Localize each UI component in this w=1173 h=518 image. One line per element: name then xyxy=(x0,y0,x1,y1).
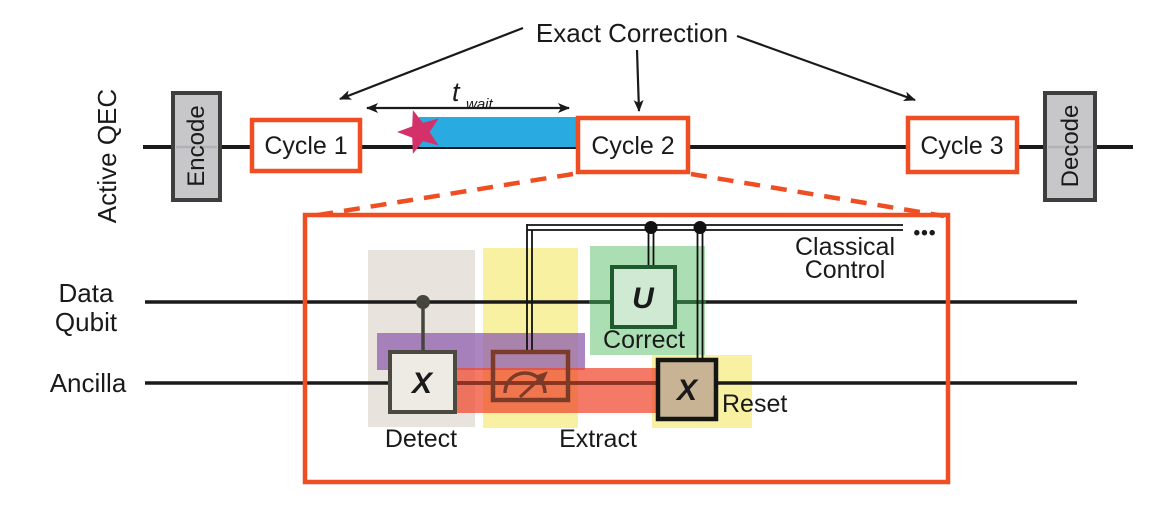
cnot-control-dot xyxy=(416,295,430,309)
x-detect-gate: X xyxy=(388,350,457,414)
classical-control-dot-reset xyxy=(693,221,707,234)
expansion-dash-left xyxy=(311,171,574,219)
meter-needle-icon xyxy=(518,371,548,399)
cycle-3-box: Cycle 3 xyxy=(905,115,1020,175)
meter-arc-icon xyxy=(503,371,547,394)
classical-ellipsis: ••• xyxy=(914,223,937,244)
u-correct-gate-label: U xyxy=(632,282,655,315)
cycle-3-label: Cycle 3 xyxy=(920,132,1003,160)
data-qubit-label-line2: Qubit xyxy=(55,307,118,337)
annotation-arrow-right xyxy=(736,34,916,102)
circuit-detail: Data Qubit Ancilla ••• X xyxy=(50,212,1077,485)
decode-box: Decode xyxy=(1043,91,1097,202)
encode-label: Encode xyxy=(183,105,210,186)
active-qec-label: Active QEC xyxy=(92,89,122,223)
wait-bar xyxy=(419,117,578,147)
annotation-arrow-left xyxy=(339,26,524,101)
timeline-row: Active QEC t wait Encode Decode Cycle 1 xyxy=(92,18,1133,223)
twait-subscript: wait xyxy=(466,96,494,113)
x-reset-gate-label: X xyxy=(675,374,699,407)
stage-detect-label: Detect xyxy=(385,425,457,453)
cycle-1-label: Cycle 1 xyxy=(264,132,347,160)
measurement-gate xyxy=(490,349,571,403)
classical-control-dot-u xyxy=(644,221,658,234)
twait-symbol: t xyxy=(452,77,461,107)
decode-label: Decode xyxy=(1057,105,1084,188)
classical-control-label-line1: Classical xyxy=(795,233,895,261)
data-qubit-label-line1: Data xyxy=(59,278,114,308)
cycle-1-box: Cycle 1 xyxy=(249,117,363,174)
exact-correction-label: Exact Correction xyxy=(536,18,728,48)
circuit-frame xyxy=(302,212,951,485)
ancilla-label: Ancilla xyxy=(50,368,127,398)
x-detect-gate-label: X xyxy=(410,367,434,400)
measure-span-highlight xyxy=(453,368,658,413)
stage-reset-label: Reset xyxy=(722,390,787,418)
x-reset-gate: X xyxy=(655,357,719,422)
cycle-2-box: Cycle 2 xyxy=(575,115,691,175)
annotation-arrow-middle xyxy=(633,49,644,112)
expansion-dash-right xyxy=(690,171,945,219)
cycle-2-label: Cycle 2 xyxy=(591,132,674,160)
classical-control-label-line2: Control xyxy=(805,256,886,284)
stage-extract-label: Extract xyxy=(559,425,637,453)
encode-box: Encode xyxy=(171,91,222,202)
stage-correct-label: Correct xyxy=(603,326,685,354)
error-star-icon xyxy=(397,110,439,154)
classical-wires xyxy=(526,224,903,361)
u-correct-gate: U xyxy=(610,265,677,329)
